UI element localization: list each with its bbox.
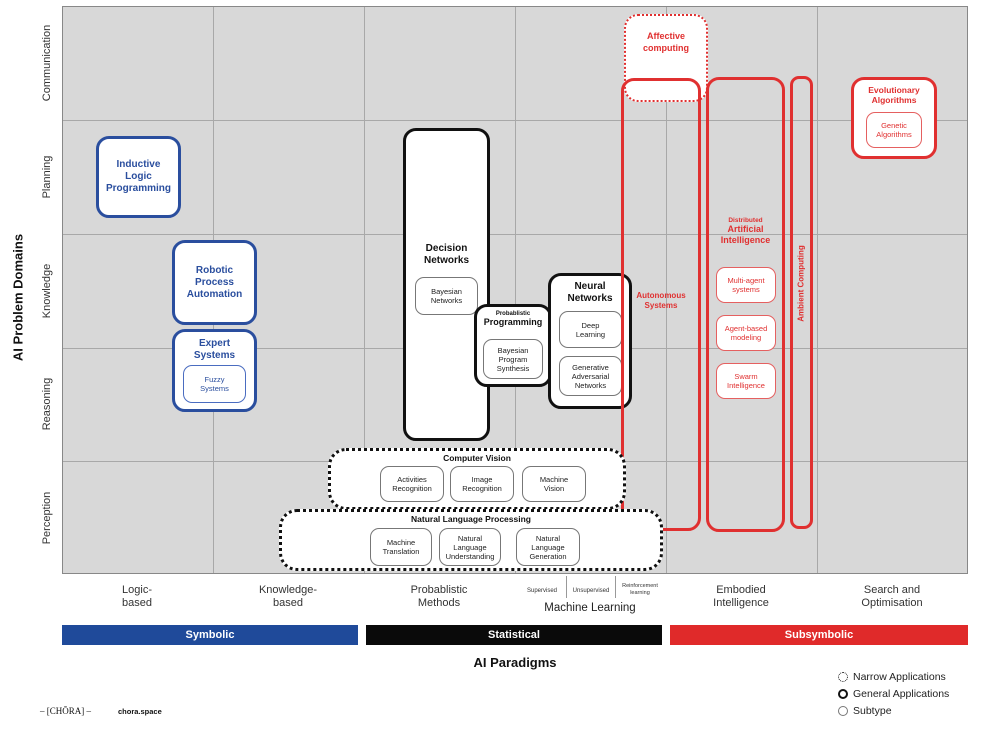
col-label-search: Search and Optimisation <box>861 584 923 609</box>
prob-prog-label: Programming <box>483 317 543 327</box>
sub-machine-vision: Machine Vision <box>522 466 586 502</box>
sub-machine-translation: Machine Translation <box>370 528 432 566</box>
box-decision-networks: Decision Networks Bayesian Networks <box>403 128 490 441</box>
box-probabilistic-programming: Probablistic Programming Bayesian Progra… <box>474 304 552 387</box>
sub-bayesian-networks: Bayesian Networks <box>415 277 478 315</box>
box-distributed-ai: Distributed Artificial Intelligence Mult… <box>706 77 785 532</box>
bar-statistical: Statistical <box>366 625 662 645</box>
x-axis-title: AI Paradigms <box>473 655 557 670</box>
box-neural-networks: Neural Networks Deep Learning Generative… <box>548 273 632 409</box>
row-label-reasoning: Reasoning <box>41 377 53 431</box>
row-label-knowledge: Knowledge <box>41 263 53 319</box>
narrow-icon <box>838 672 848 682</box>
col-label-probabilistic: Probablistic Methods <box>410 584 468 609</box>
sub-swarm-intelligence: Swarm Intelligence <box>716 363 776 399</box>
legend-narrow-label: Narrow Applications <box>853 671 946 683</box>
bar-symbolic: Symbolic <box>62 625 358 645</box>
general-icon <box>838 689 848 699</box>
box-inductive-logic-programming: Inductive Logic Programming <box>96 136 181 218</box>
legend-subtype: Subtype <box>838 705 892 717</box>
ml-divider <box>566 576 567 598</box>
legend-subtype-label: Subtype <box>853 705 892 717</box>
row-label-communication: Communication <box>41 24 53 102</box>
nlp-label: Natural Language Processing <box>411 514 531 524</box>
chora-site: chora.space <box>118 707 162 716</box>
sub-activities-recognition: Activities Recognition <box>380 466 444 502</box>
grid-line <box>515 7 516 573</box>
col-label-embodied: Embodied Intelligence <box>713 584 769 609</box>
legend-general-label: General Applications <box>853 688 950 700</box>
bar-subsymbolic: Subsymbolic <box>670 625 968 645</box>
sub-gan: Generative Adversarial Networks <box>559 356 622 396</box>
cv-label: Computer Vision <box>443 453 511 463</box>
ml-sub-unsupervised: Unsupervised <box>572 588 610 594</box>
y-axis-title: AI Problem Domains <box>10 233 26 362</box>
sub-genetic-algorithms: Genetic Algorithms <box>866 112 922 148</box>
dai-small-label: Distributed <box>728 217 763 224</box>
grid-line <box>666 7 667 573</box>
col-label-logic: Logic- based <box>122 584 152 609</box>
evo-label: Evolutionary Algorithms <box>868 85 920 105</box>
legend-general: General Applications <box>838 688 949 700</box>
sub-nlu: Natural Language Understanding <box>439 528 501 566</box>
neural-label: Neural Networks <box>567 281 613 304</box>
grid-line <box>817 7 818 573</box>
box-robotic-process-automation: Robotic Process Automation <box>172 240 257 325</box>
sub-nlg: Natural Language Generation <box>516 528 580 566</box>
sub-bayesian-program-synthesis: Bayesian Program Synthesis <box>483 339 543 379</box>
col-label-knowledge: Knowledge- based <box>258 584 318 609</box>
subtype-icon <box>838 706 848 716</box>
row-label-perception: Perception <box>41 491 53 545</box>
box-nlp: Natural Language Processing Machine Tran… <box>279 509 663 571</box>
grid-line <box>364 7 365 573</box>
grid-line <box>63 234 967 235</box>
rpa-label: Robotic Process Automation <box>186 264 243 300</box>
decision-label: Decision Networks <box>423 243 469 266</box>
ambient-label: Ambient Computing <box>796 245 806 322</box>
box-evolutionary-algorithms: Evolutionary Algorithms Genetic Algorith… <box>851 77 937 159</box>
row-label-planning: Planning <box>41 155 53 199</box>
ml-sub-supervised: Supervised <box>526 588 558 594</box>
dai-label: Artificial Intelligence <box>720 224 771 245</box>
affective-label: Affective computing <box>643 31 689 53</box>
ml-label: Machine Learning <box>544 602 636 614</box>
autonomous-label: Autonomous Systems <box>636 291 686 310</box>
box-computer-vision: Computer Vision Activities Recognition I… <box>328 448 626 510</box>
grid-line <box>63 120 967 121</box>
ml-sub-reinforcement: Reinforcement learning <box>622 583 658 596</box>
sub-multi-agent-systems: Multi-agent systems <box>716 267 776 303</box>
sub-fuzzy-systems: Fuzzy Systems <box>183 365 246 403</box>
prob-prog-small-label: Probablistic <box>495 311 531 317</box>
ml-divider <box>615 576 616 598</box>
sub-image-recognition: Image Recognition <box>450 466 514 502</box>
box-expert-systems: Expert Systems Fuzzy Systems <box>172 329 257 412</box>
chora-logo: – [CHŌRA] – <box>40 706 91 716</box>
box-autonomous-systems: Autonomous Systems <box>621 78 701 531</box>
expert-label: Expert Systems <box>193 338 236 361</box>
sub-deep-learning: Deep Learning <box>559 311 622 348</box>
ilp-label: Inductive Logic Programming <box>105 159 171 194</box>
legend-narrow: Narrow Applications <box>838 671 946 683</box>
box-ambient-computing: Ambient Computing <box>790 76 813 529</box>
sub-agent-based-modeling: Agent-based modeling <box>716 315 776 351</box>
